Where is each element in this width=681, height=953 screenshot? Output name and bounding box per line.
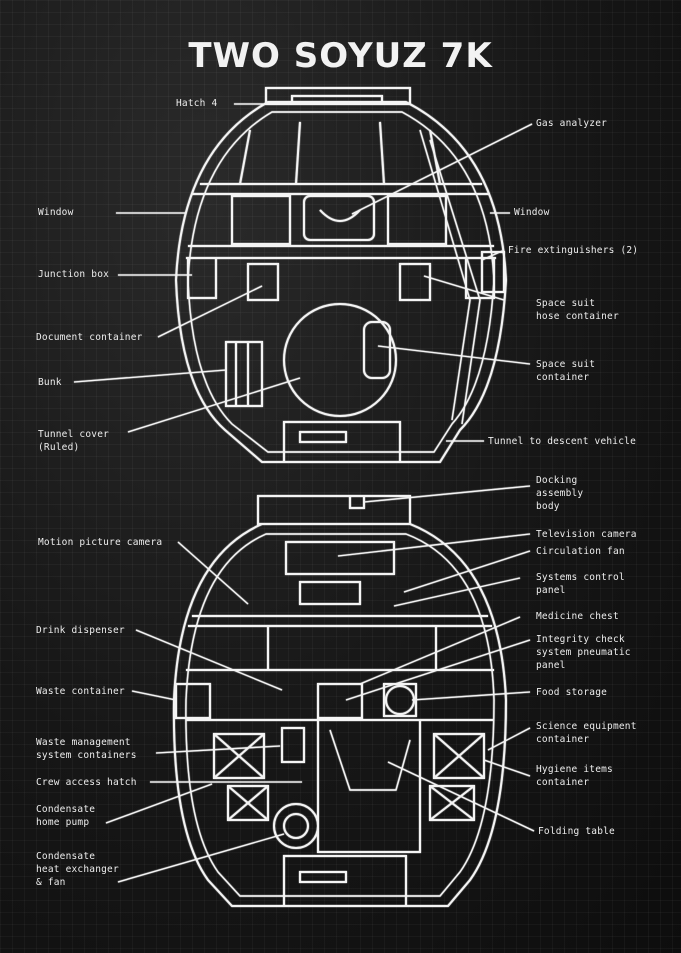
label-drink-dispenser: Drink dispenser <box>36 625 125 636</box>
label-hatch: Hatch 4 <box>176 98 218 109</box>
gas-analyzer-unit <box>303 195 375 241</box>
label-condensate-pump: Condensate home pump <box>36 804 96 828</box>
label-waste-container: Waste container <box>36 686 125 697</box>
tunnel-base <box>283 421 401 463</box>
label-science-equipment: Science equipment container <box>536 721 637 745</box>
label-medicine-chest: Medicine chest <box>536 611 619 622</box>
descent-module-drawing <box>172 495 508 907</box>
label-food-storage: Food storage <box>536 687 608 698</box>
waste-management-crate <box>213 733 265 779</box>
integrity-check-panel <box>317 683 363 719</box>
systems-control-panel-box <box>285 541 395 575</box>
orbital-module-hull <box>174 101 508 463</box>
label-crew-access-hatch: Crew access hatch <box>36 777 137 788</box>
fire-extinguisher-tank <box>481 251 505 293</box>
document-container-box <box>247 263 279 301</box>
label-window-left: Window <box>38 207 74 218</box>
food-storage-disc <box>385 685 415 715</box>
condensate-heat-exchanger-fan <box>273 803 319 849</box>
space-suit-hose-box <box>399 263 431 301</box>
descent-module-hull <box>172 523 508 907</box>
label-window-right: Window <box>514 207 550 218</box>
label-tunnel-descent: Tunnel to descent vehicle <box>488 436 636 447</box>
space-suit-container-box <box>363 321 391 379</box>
label-integrity-check: Integrity check system pneumatic panel <box>536 634 631 671</box>
tunnel-cover-disc <box>283 303 397 417</box>
label-document-container: Document container <box>36 332 143 343</box>
label-television-camera: Television camera <box>536 529 637 540</box>
descent-module-inner-hull <box>185 533 495 897</box>
label-docking-assembly: Docking assembly body <box>536 475 584 512</box>
descent-base <box>283 855 407 907</box>
label-folding-table: Folding table <box>538 826 615 837</box>
orbital-module-drawing <box>174 87 508 463</box>
label-bunk: Bunk <box>38 377 62 388</box>
poster-title: TWO SOYUZ 7K <box>188 36 493 76</box>
hatch-top <box>291 95 383 105</box>
label-junction-box: Junction box <box>38 269 110 280</box>
waste-container-box <box>175 683 211 719</box>
label-gas-analyzer: Gas analyzer <box>536 118 608 129</box>
label-circulation-fan: Circulation fan <box>536 546 625 557</box>
label-space-suit-hose: Space suit hose container <box>536 298 619 322</box>
bunk-frame <box>225 341 263 407</box>
label-motion-picture-camera: Motion picture camera <box>38 537 163 548</box>
orbital-module-inner-hull <box>187 111 495 453</box>
label-space-suit-container: Space suit container <box>536 359 596 383</box>
label-hygiene-items: Hygiene items container <box>536 764 613 788</box>
label-condensate-heat-exchanger: Condensate heat exchanger & fan <box>36 851 119 888</box>
callout-leaders <box>73 103 535 883</box>
label-waste-management: Waste management system containers <box>36 737 137 761</box>
label-fire-extinguishers: Fire extinguishers (2) <box>508 245 639 256</box>
label-tunnel-cover: Tunnel cover (Ruled) <box>38 429 110 453</box>
label-systems-control-panel: Systems control panel <box>536 572 625 596</box>
food-storage-box <box>383 683 417 717</box>
crew-access-hatch-frame <box>317 719 421 853</box>
hygiene-items-crate <box>433 733 485 779</box>
